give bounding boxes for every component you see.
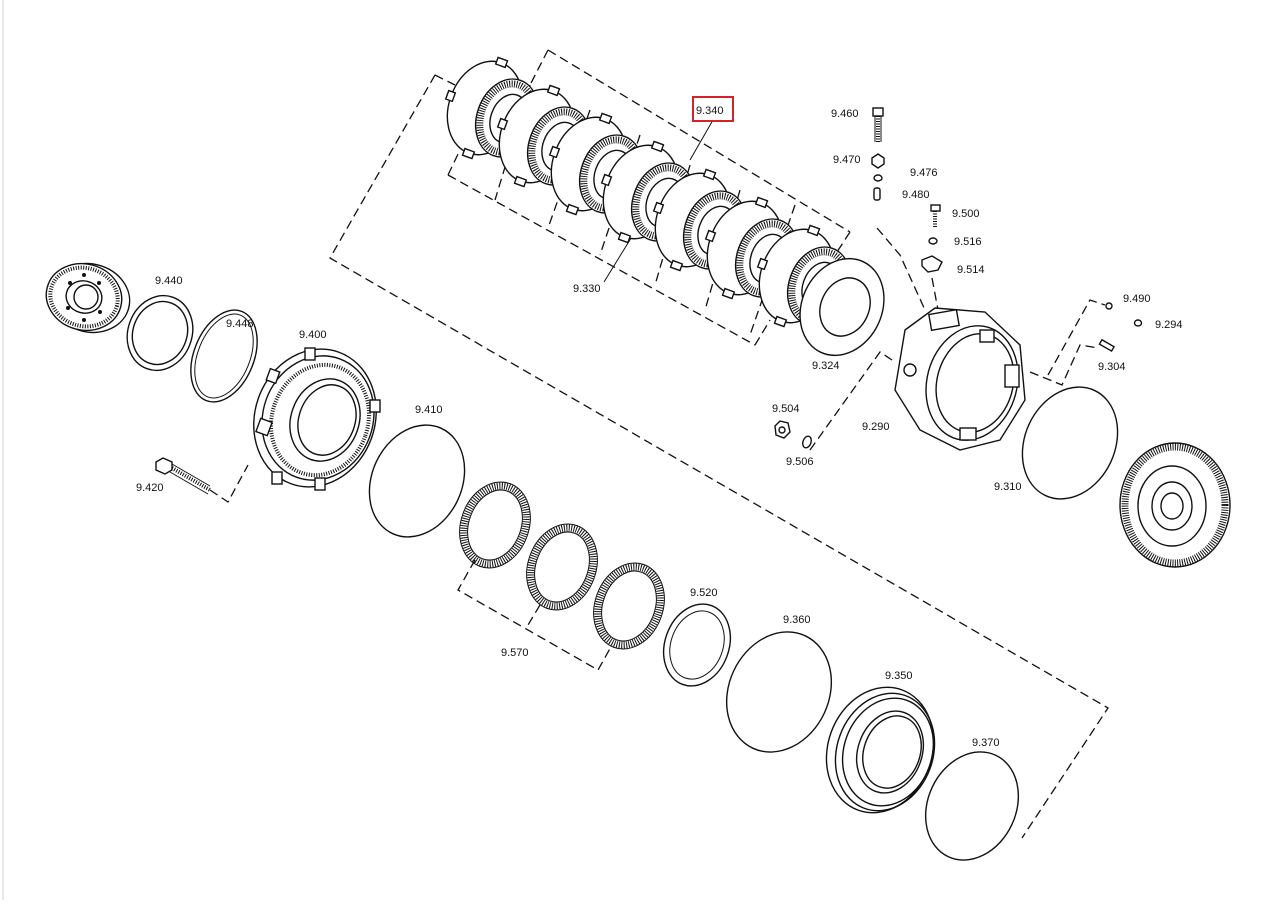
plate-tab [652, 201, 665, 215]
part-9290-carrier [894, 307, 1026, 451]
plate-tab [565, 203, 580, 216]
part-9520-ring [662, 603, 732, 687]
assembly-dashed-lines [209, 49, 1109, 839]
plate-tab [461, 147, 476, 160]
plate-tab [444, 89, 457, 103]
part-9516-oring [928, 237, 938, 245]
part-9448-ring [190, 309, 258, 403]
part-9370-ring [924, 751, 1020, 861]
label-9360[interactable]: 9.360 [783, 614, 811, 626]
part-9460-bolt [872, 107, 884, 142]
part-9504-plug [774, 420, 791, 439]
label-9520[interactable]: 9.520 [690, 587, 718, 599]
part-9490-plug [1105, 302, 1113, 310]
plate-tab [546, 84, 561, 97]
plate-tab [617, 231, 632, 244]
label-9340[interactable]: 9.340 [696, 105, 724, 117]
plate-tab [756, 257, 769, 271]
label-9460[interactable]: 9.460 [831, 108, 859, 120]
plate-tab [669, 259, 684, 272]
part-9410-ring [368, 424, 466, 538]
gear-hub [1119, 442, 1231, 568]
label-9324[interactable]: 9.324 [812, 360, 840, 372]
part-9514-clip [921, 255, 943, 273]
label-9480[interactable]: 9.480 [902, 189, 930, 201]
label-9476[interactable]: 9.476 [910, 167, 938, 179]
label-9470[interactable]: 9.470 [833, 154, 861, 166]
part-9500-screw [930, 204, 941, 228]
part-9476-washer [873, 174, 883, 182]
plate-tab [806, 224, 821, 237]
label-9420[interactable]: 9.420 [136, 482, 164, 494]
plate-tab [600, 173, 613, 187]
label-9330[interactable]: 9.330 [573, 283, 601, 295]
plate-tab [702, 168, 717, 181]
label-9448[interactable]: 9.448 [226, 318, 254, 330]
highlight-box [692, 96, 734, 122]
plate-tab [773, 315, 788, 328]
part-9420-bolt [155, 457, 212, 495]
label-9290[interactable]: 9.290 [862, 421, 890, 433]
part-9304-pin [1098, 338, 1116, 353]
part-9324-end-plate [799, 257, 885, 357]
label-9350[interactable]: 9.350 [885, 670, 913, 682]
part-9360-ring [725, 631, 833, 753]
plate-tab [548, 145, 561, 159]
part-9470-nut [871, 153, 885, 169]
label-9516[interactable]: 9.516 [954, 236, 982, 248]
plate-tab [598, 112, 613, 125]
label-9506[interactable]: 9.506 [786, 456, 814, 468]
part-9400-housing [253, 347, 381, 491]
plate-tab [513, 175, 528, 188]
part-9570-washers [459, 481, 665, 650]
part-9350-piston [825, 686, 936, 814]
label-9310[interactable]: 9.310 [994, 481, 1022, 493]
label-9294[interactable]: 9.294 [1155, 319, 1183, 331]
label-9504[interactable]: 9.504 [772, 403, 800, 415]
label-9440[interactable]: 9.440 [155, 275, 183, 287]
plate-tab [721, 287, 736, 300]
label-9304[interactable]: 9.304 [1098, 361, 1126, 373]
label-9500[interactable]: 9.500 [952, 208, 980, 220]
plate-tab [494, 56, 509, 69]
plate-tab [496, 117, 509, 131]
part-9440-flange [45, 262, 131, 334]
plate-tab [704, 229, 717, 243]
label-9410[interactable]: 9.410 [415, 404, 443, 416]
part-9294-oring [1133, 319, 1143, 327]
plate-tab [754, 196, 769, 209]
label-9370[interactable]: 9.370 [972, 737, 1000, 749]
part-labels: 9.340 9.330 9.324 9.460 9.470 9.476 9.48… [136, 96, 1183, 749]
part-9310-ring [1021, 386, 1119, 500]
label-9514[interactable]: 9.514 [957, 264, 985, 276]
part-9330-plate-pack [444, 56, 852, 328]
label-9490[interactable]: 9.490 [1123, 293, 1151, 305]
label-9570[interactable]: 9.570 [501, 647, 529, 659]
label-9400[interactable]: 9.400 [299, 329, 327, 341]
part-9440-seal [126, 294, 194, 372]
part-9480-pin [873, 187, 881, 201]
plate-tab [650, 140, 665, 153]
part-9506-oring [802, 435, 812, 449]
